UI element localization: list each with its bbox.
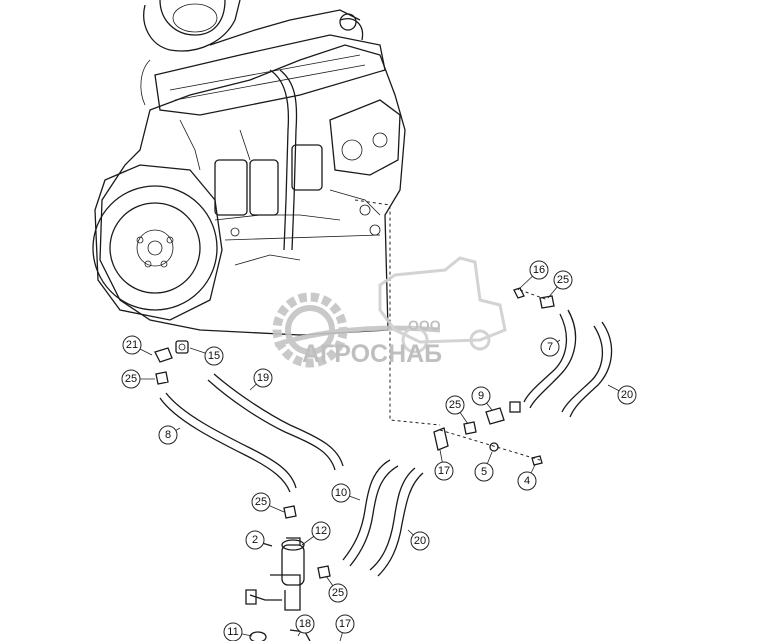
callout-circle — [122, 335, 142, 355]
callout-circle — [253, 368, 273, 388]
callout-circle — [331, 483, 351, 503]
callout-circle — [335, 614, 355, 634]
callout-label: 5 — [481, 466, 487, 478]
callout-circle — [245, 530, 265, 550]
hoses — [159, 309, 613, 577]
callout-circle — [295, 614, 315, 634]
callout-circle — [517, 471, 537, 491]
callout-label: 11 — [227, 626, 238, 638]
callout-label: 18 — [299, 618, 311, 630]
callout-circle — [311, 521, 331, 541]
callout-label: 25 — [125, 373, 137, 385]
hose-8 — [159, 397, 291, 493]
engine-assembly — [92, 0, 406, 336]
callout-label: 2 — [252, 534, 258, 546]
watermark-brand-text: АГРОСНАБ — [302, 340, 442, 368]
callout-label: 8 — [165, 429, 171, 441]
callout-circle — [158, 425, 178, 445]
callout-label: 4 — [524, 475, 530, 487]
callout-label: 25 — [449, 399, 461, 411]
callout-label: 17 — [438, 465, 450, 477]
callout-circle — [445, 395, 465, 415]
callout-circle — [121, 369, 141, 389]
callout-label: 19 — [257, 372, 269, 384]
hose-10 — [342, 459, 391, 561]
callout-circle — [540, 337, 560, 357]
callout-label: 9 — [478, 390, 484, 402]
callout-circle — [328, 583, 348, 603]
hose-20-lower — [369, 467, 416, 571]
callout-label: 25 — [255, 496, 267, 508]
agrosnab-watermark: ООО АГРОСНАБ — [272, 256, 507, 368]
callout-label: 21 — [126, 339, 138, 351]
callout-circle — [617, 385, 637, 405]
callout-label: 15 — [208, 350, 220, 362]
callout-label: 20 — [621, 389, 633, 401]
hose-7 — [529, 309, 577, 409]
callout-circle — [471, 386, 491, 406]
watermark-small-text: ООО — [408, 317, 441, 333]
callout-circle — [223, 622, 243, 641]
callout-label: 17 — [339, 618, 351, 630]
hose-19 — [207, 379, 336, 471]
callout-circle — [553, 270, 573, 290]
callout-label: 10 — [335, 487, 347, 499]
reference-dash-line — [354, 199, 441, 426]
callout-circle — [251, 492, 271, 512]
callout-circle — [474, 462, 494, 482]
fittings — [154, 287, 555, 641]
callout-circle — [434, 461, 454, 481]
callouts: 21 15 25 19 8 16 25 7 20 9 25 17 5 4 10 20 25 12 2 25 11 18 17 — [121, 260, 637, 641]
callout-circle — [529, 260, 549, 280]
callout-label: 12 — [315, 525, 327, 537]
hose-20-upper — [569, 321, 613, 418]
callout-label: 25 — [557, 274, 569, 286]
callout-circle — [410, 531, 430, 551]
callout-label: 25 — [332, 587, 344, 599]
callout-label: 16 — [533, 264, 545, 276]
callout-label: 20 — [414, 535, 426, 547]
callout-label: 7 — [547, 341, 553, 353]
callout-circle — [204, 346, 224, 366]
